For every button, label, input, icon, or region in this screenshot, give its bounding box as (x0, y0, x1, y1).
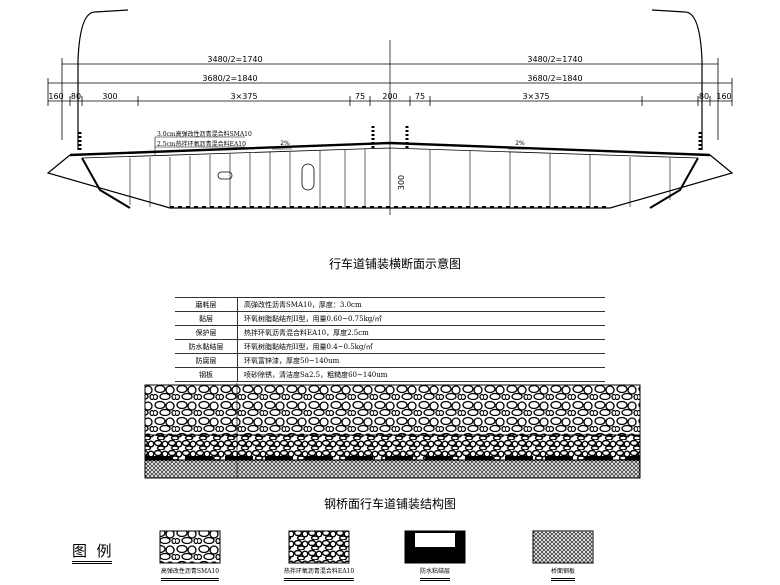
table-row: 磨耗层高弹改性沥青SMA10，厚度：3.0cm (175, 297, 605, 312)
cross-section-title: 行车道铺装横断面示意图 (328, 257, 462, 271)
lamp-post-right (651, 9, 703, 150)
legend-waterproof: 防水粘结层 (419, 566, 451, 581)
dim-median-200: 200 (382, 92, 398, 101)
dim-left-160: 160 (48, 92, 64, 101)
layers-table: 磨耗层高弹改性沥青SMA10，厚度：3.0cm 黏层环氧树脂黏结剂II型，用量0… (175, 297, 605, 382)
legend-steel-plate: 桥面钢板 (550, 566, 576, 581)
table-row: 保护层热拌环氧沥青混合料EA10，厚度2.5cm (175, 325, 605, 340)
dim-right-75: 75 (414, 92, 426, 101)
lamp-post-left (77, 9, 129, 150)
table-row: 防水黏结层环氧树脂黏结剂II型，用量0.4~0.5kg/㎡ (175, 339, 605, 354)
dim-half-width-2-left: 3680/2=1840 (202, 74, 258, 83)
dim-right-160: 160 (716, 92, 732, 101)
dim-half-width-1-right: 3480/2=1740 (527, 55, 583, 64)
slope-right: 2% (515, 140, 525, 147)
cross-section-drawing (46, 9, 734, 215)
legend-sma: 高弹改性沥青SMA10 (160, 566, 220, 581)
dim-left-300: 300 (102, 92, 118, 101)
dim-left-lanes: 3×375 (230, 92, 258, 101)
legend-swatches (159, 530, 594, 564)
dim-left-75: 75 (354, 92, 366, 101)
table-row: 钢板喷砂除锈，清洁度Sa2.5，粗糙度60~140um (175, 367, 605, 382)
note-ea: 2.5cm热拌环氧沥青混合料EA10 (157, 141, 246, 148)
dim-left-80: 80 (70, 92, 82, 101)
dim-depth: 300 (397, 174, 407, 191)
dim-right-lanes: 3×375 (522, 92, 550, 101)
dim-half-width-1-left: 3480/2=1740 (207, 55, 263, 64)
structure-title: 钢桥面行车道铺装结构图 (323, 497, 457, 511)
slope-left: 2% (280, 140, 290, 147)
table-row: 黏层环氧树脂黏结剂II型，用量0.60~0.75kg/㎡ (175, 311, 605, 326)
table-row: 防腐层环氧富锌漆，厚度50~140um (175, 353, 605, 368)
dim-right-80: 80 (698, 92, 710, 101)
dim-half-width-2-right: 3680/2=1840 (527, 74, 583, 83)
note-sma: 3.0cm高弹改性沥青混合料SMA10 (157, 131, 252, 138)
legend-title: 图 例 (72, 540, 112, 564)
deck-top (69, 141, 711, 157)
legend-ea: 热拌环氧沥青混合料EA10 (283, 566, 355, 581)
pavement-structure-drawing (144, 383, 641, 479)
